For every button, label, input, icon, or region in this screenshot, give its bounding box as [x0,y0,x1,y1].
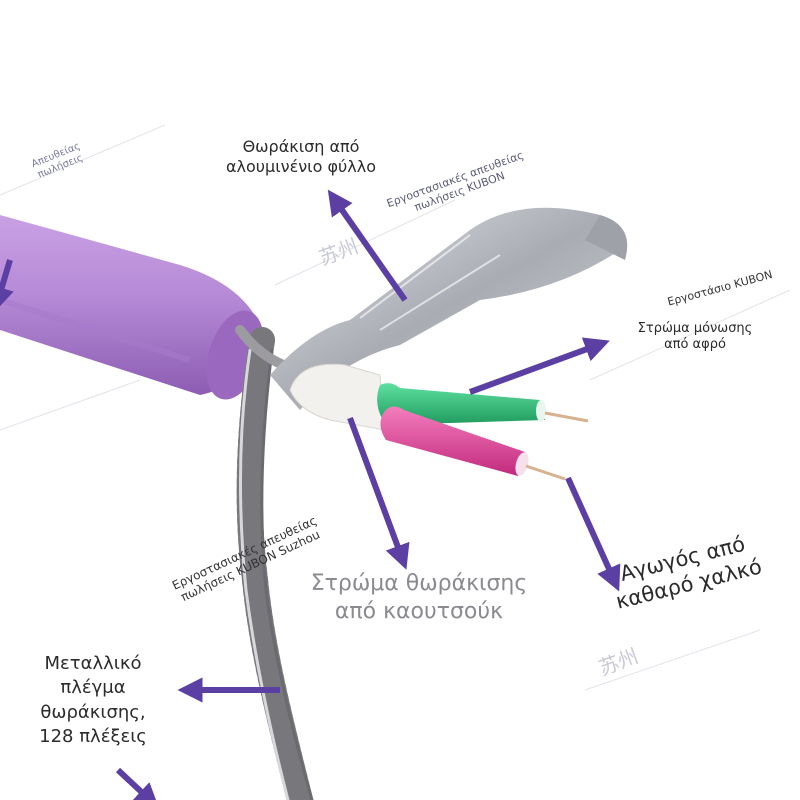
green-conductor [377,383,589,425]
label-rubber-shield-line1: Στρώμα θωράκισης [310,571,528,596]
arrow-rubber [347,416,410,570]
label-metal-braid-line3: θωράκισης, [40,701,146,723]
aluminium-foil [270,207,628,410]
label-rubber-shield-line2: από καουτσούκ [334,598,504,624]
label-foam-insulation-line2: από αφρό [664,337,726,353]
label-metal-braid-line1: Μεταλλικό [44,653,142,674]
arrow-foil [327,189,408,302]
guide-lines [0,124,791,691]
cable-jacket [0,215,264,400]
label-foam-insulation-line1: Στρώμα μόνωσης [637,321,753,336]
label-metal-braid-line2: πλέγμα [60,677,126,699]
arrow-foam [468,337,610,395]
pink-conductor [380,406,566,481]
label-foil-shield-line1: Θωράκιση από [242,137,360,156]
label-foil-shield: Θωράκιση από αλουμινένιο φύλλο [216,137,386,177]
label-metal-braid-line4: 128 πλέξεις [39,725,147,747]
callout-arrows [0,189,621,800]
label-metal-braid: Μεταλλικό πλέγμα θωράκισης, 128 πλέξεις [18,652,168,749]
foam-core [289,363,386,431]
label-foam-insulation: Στρώμα μόνωσης από αφρό [625,321,765,354]
label-foil-shield-line2: αλουμινένιο φύλλο [225,157,376,176]
arrow-left-edge [0,259,14,313]
arrow-braid-lower [115,767,160,800]
arrow-copper [565,476,621,592]
label-rubber-shield: Στρώμα θωράκισης από καουτσούκ [288,570,550,625]
